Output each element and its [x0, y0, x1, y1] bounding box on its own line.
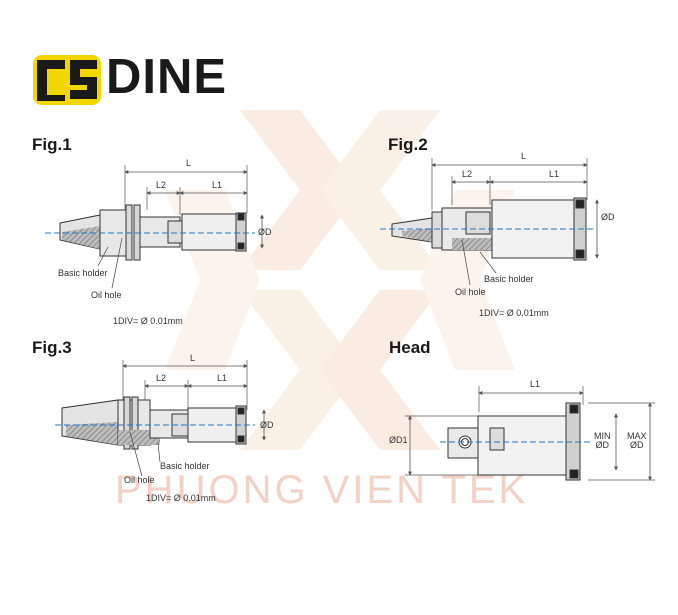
watermark-text: PHUONG VIEN TEK — [115, 468, 529, 512]
fig1-label-oil: Oil hole — [91, 290, 122, 300]
head-dim-D1: ØD1 — [389, 435, 408, 445]
head-drawing — [405, 386, 655, 481]
fig1-drawing — [45, 165, 264, 289]
head-max-text: MAX — [627, 431, 647, 441]
fig3-dim-D: ØD — [260, 420, 274, 430]
dine-logo-mark — [33, 55, 101, 105]
head-min-d: ØD — [595, 440, 610, 450]
fig1-dim-D: ØD — [258, 227, 272, 237]
fig2-dim-L1: L1 — [549, 169, 560, 179]
fig3-title: Fig.3 — [32, 338, 72, 357]
fig2-drawing — [380, 158, 599, 286]
fig1-dim-L1: L1 — [212, 180, 223, 190]
fig1-scale: 1DIV= Ø 0.01mm — [113, 316, 183, 326]
fig2-dim-L2: L2 — [462, 169, 473, 179]
fig3-label-oil: Oil hole — [124, 475, 155, 485]
fig3-drawing — [55, 360, 266, 477]
head-max-label: MAX ØD — [627, 432, 647, 450]
fig1-dim-L2: L2 — [156, 180, 167, 190]
fig3-dim-L2: L2 — [156, 373, 167, 383]
head-dim-L1: L1 — [530, 379, 541, 389]
fig3-dim-L: L — [190, 353, 196, 363]
fig3-dim-L1: L1 — [217, 373, 228, 383]
watermark-logo — [165, 110, 515, 450]
fig2-dim-L: L — [521, 151, 527, 161]
fig2-label-oil: Oil hole — [455, 287, 486, 297]
fig1-title: Fig.1 — [32, 135, 72, 154]
fig3-label-holder: Basic holder — [160, 461, 210, 471]
fig2-label-holder: Basic holder — [484, 274, 534, 284]
head-title: Head — [389, 338, 431, 357]
brand-name: DINE — [106, 50, 228, 104]
head-max-d: ØD — [630, 440, 644, 450]
head-min-text: MIN — [594, 431, 611, 441]
fig2-title: Fig.2 — [388, 135, 428, 154]
head-min-label: MIN ØD — [594, 432, 611, 450]
fig3-scale: 1DIV= Ø 0.01mm — [146, 493, 216, 503]
fig2-scale: 1DIV= Ø 0.01mm — [479, 308, 549, 318]
fig2-dim-D: ØD — [601, 212, 615, 222]
fig1-dim-L: L — [186, 158, 192, 168]
fig1-label-holder: Basic holder — [58, 268, 108, 278]
